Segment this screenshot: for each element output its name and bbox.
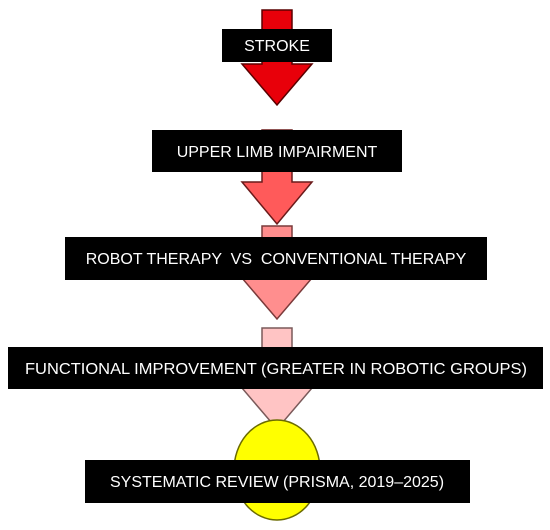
box-systematic-review-label: SYSTEMATIC REVIEW (PRISMA, 2019–2025) [110, 474, 444, 491]
box-upper-limb-impairment-label: UPPER LIMB IMPAIRMENT [177, 144, 378, 161]
box-robot-vs-conventional-label: ROBOT THERAPY VS CONVENTIONAL THERAPY [86, 251, 467, 268]
box-robot-vs-conventional [65, 237, 487, 280]
box-stroke [222, 29, 332, 62]
box-stroke-label: STROKE [244, 38, 310, 55]
box-upper-limb-impairment [152, 130, 402, 172]
box-systematic-review [85, 460, 470, 503]
box-functional-improvement-label: FUNCTIONAL IMPROVEMENT (GREATER IN ROBOT… [25, 361, 527, 378]
box-functional-improvement [8, 347, 543, 389]
